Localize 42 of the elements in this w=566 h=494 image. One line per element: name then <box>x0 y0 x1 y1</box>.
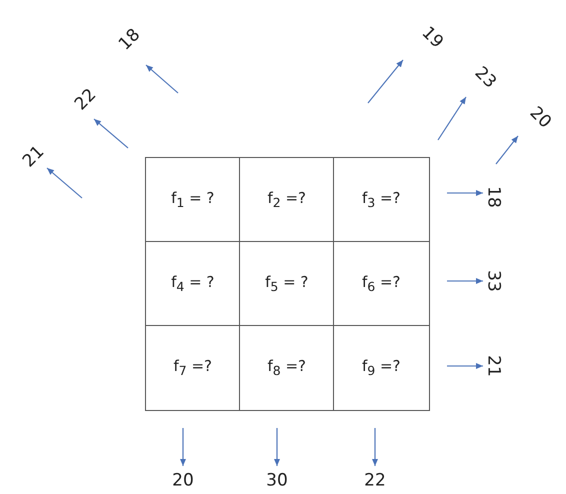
arrow <box>46 168 82 198</box>
cell-label: f$_{4}$ = ? <box>171 273 214 294</box>
flow-value: 22 <box>72 86 100 114</box>
flow-value: 20 <box>172 472 194 490</box>
flow-value: 22 <box>364 472 386 490</box>
flow-value: 20 <box>526 104 554 132</box>
flow-value: 33 <box>484 270 502 292</box>
flow-value: 21 <box>20 143 48 171</box>
grid-cell <box>333 241 430 326</box>
grid-cell <box>239 157 334 242</box>
grid-cell <box>333 157 430 242</box>
grid-cell <box>145 325 240 410</box>
cell-label: f$_{9}$ =? <box>362 357 401 378</box>
grid-cell <box>145 241 240 326</box>
grid-cell <box>145 157 240 242</box>
cell-label: f$_{8}$ =? <box>267 357 306 378</box>
grid-cell <box>239 325 334 410</box>
arrow <box>496 136 518 164</box>
flow-value: 18 <box>116 26 144 54</box>
arrow <box>447 363 483 369</box>
cell-label: f$_{1}$ = ? <box>171 189 214 210</box>
arrow <box>368 60 404 104</box>
flow-value: 21 <box>484 355 502 377</box>
cell-label: f$_{6}$ =? <box>362 273 401 294</box>
arrow <box>447 190 483 196</box>
arrow <box>447 278 483 284</box>
arrow <box>274 428 280 466</box>
arrow <box>180 428 186 466</box>
grid-cell <box>333 325 430 410</box>
flow-value: 23 <box>471 64 499 92</box>
cell-label: f$_{3}$ =? <box>362 189 401 210</box>
cell-label: f$_{2}$ =? <box>267 189 306 210</box>
arrow <box>372 428 378 466</box>
cell-label: f$_{7}$ =? <box>173 357 212 378</box>
arrow <box>438 96 466 140</box>
flow-value: 19 <box>418 24 446 52</box>
arrow <box>94 118 128 148</box>
flow-value: 18 <box>484 186 502 208</box>
cell-label: f$_{5}$ = ? <box>265 273 308 294</box>
arrow <box>146 64 178 94</box>
grid-cell <box>239 241 334 326</box>
flow-value: 30 <box>266 472 288 490</box>
